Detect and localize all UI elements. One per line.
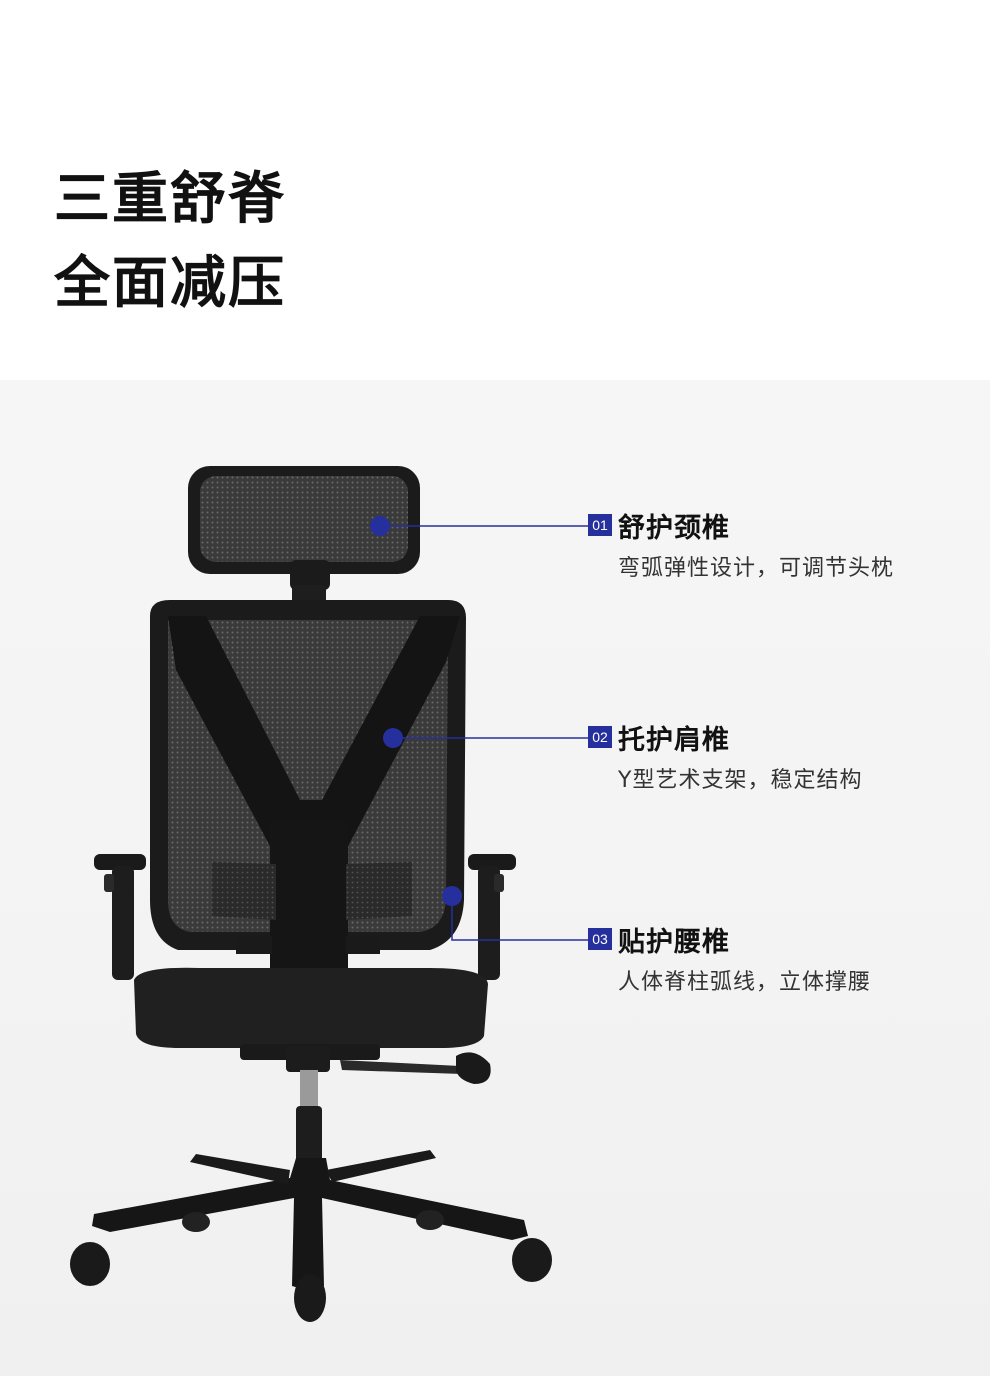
feature-description: 弯弧弹性设计，可调节头枕 bbox=[618, 556, 895, 581]
feature-title: 贴护腰椎 bbox=[618, 926, 730, 958]
feature-description: Y型艺术支架，稳定结构 bbox=[618, 768, 863, 793]
armrests bbox=[94, 854, 516, 980]
feature-neck: 01 舒护颈椎 弯弧弹性设计，可调节头枕 bbox=[588, 508, 894, 582]
chair-base bbox=[92, 1150, 528, 1290]
feature-title: 舒护颈椎 bbox=[618, 512, 730, 544]
headline-line-2: 全面减压 bbox=[54, 251, 286, 316]
casters bbox=[70, 1210, 552, 1322]
feature-description: 人体脊柱弧线，立体撑腰 bbox=[618, 970, 872, 995]
feature-number-badge: 01 bbox=[588, 514, 612, 536]
feature-title: 托护肩椎 bbox=[618, 724, 730, 756]
feature-shoulder: 02 托护肩椎 Y型艺术支架，稳定结构 bbox=[588, 720, 862, 794]
feature-number-badge: 02 bbox=[588, 726, 612, 748]
backrest bbox=[150, 600, 466, 1040]
office-chair-illustration bbox=[70, 466, 588, 1322]
headline-line-1: 三重舒脊 bbox=[54, 167, 286, 232]
seat bbox=[134, 967, 488, 1060]
gas-cylinder bbox=[286, 1046, 330, 1168]
headline: 三重舒脊 全面减压 bbox=[54, 158, 286, 326]
tilt-lever bbox=[340, 1052, 491, 1084]
callout-lines bbox=[370, 516, 588, 941]
feature-lumbar: 03 贴护腰椎 人体脊柱弧线，立体撑腰 bbox=[588, 922, 871, 996]
feature-number-badge: 03 bbox=[588, 928, 612, 950]
headrest bbox=[188, 466, 420, 675]
